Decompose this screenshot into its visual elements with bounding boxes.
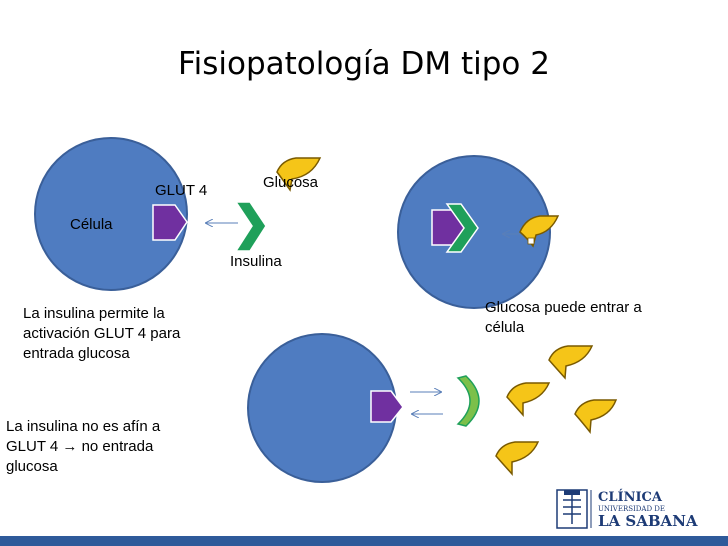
text-line: La insulina permite la <box>23 305 165 322</box>
insulin-chevron-free <box>234 201 267 252</box>
insulin-label: Insulina <box>230 253 282 270</box>
insulin-chevron-bound <box>445 203 479 253</box>
not-affine-text: La insulina no es afín a GLUT 4 → no ent… <box>6 417 160 477</box>
footer-bar <box>0 536 728 546</box>
text-line: glucosa <box>6 458 58 475</box>
logo-line-2: UNIVERSIDAD DE <box>598 505 666 513</box>
text-line: La insulina no es afín a <box>6 418 161 435</box>
text-line: activación GLUT 4 para <box>23 325 181 342</box>
glut4-receptor-3 <box>370 390 404 423</box>
cell-1 <box>34 137 188 291</box>
text-line: GLUT 4 → no entrada <box>6 438 154 455</box>
logo-line-3: LA SABANA <box>598 512 698 530</box>
glut4-label: GLUT 4 <box>155 182 208 199</box>
glucose-label: Glucosa <box>263 174 319 191</box>
glucose-free-3 <box>574 399 618 434</box>
glut4-receptor-1 <box>152 204 188 241</box>
glucose-enters-text: Glucosa puede entrar a célula <box>485 298 642 338</box>
text-line: Glucosa puede entrar a <box>485 299 642 316</box>
logo-line-1: CLÍNICA <box>598 490 662 505</box>
text-line: célula <box>485 319 525 336</box>
glucose-free-1 <box>548 345 594 380</box>
glucose-top <box>276 157 322 192</box>
text-line: entrada glucosa <box>23 345 130 362</box>
glucose-free-4 <box>495 441 540 476</box>
glucose-entering-dot <box>527 237 535 245</box>
insulin-activation-text: La insulina permite la activación GLUT 4… <box>23 304 180 364</box>
cell-label: Célula <box>70 216 113 233</box>
glucose-free-2 <box>506 382 551 417</box>
altered-insulin-arc <box>456 375 480 427</box>
clinic-logo-emblem <box>556 489 592 529</box>
slide-title: Fisiopatología DM tipo 2 <box>178 46 550 82</box>
